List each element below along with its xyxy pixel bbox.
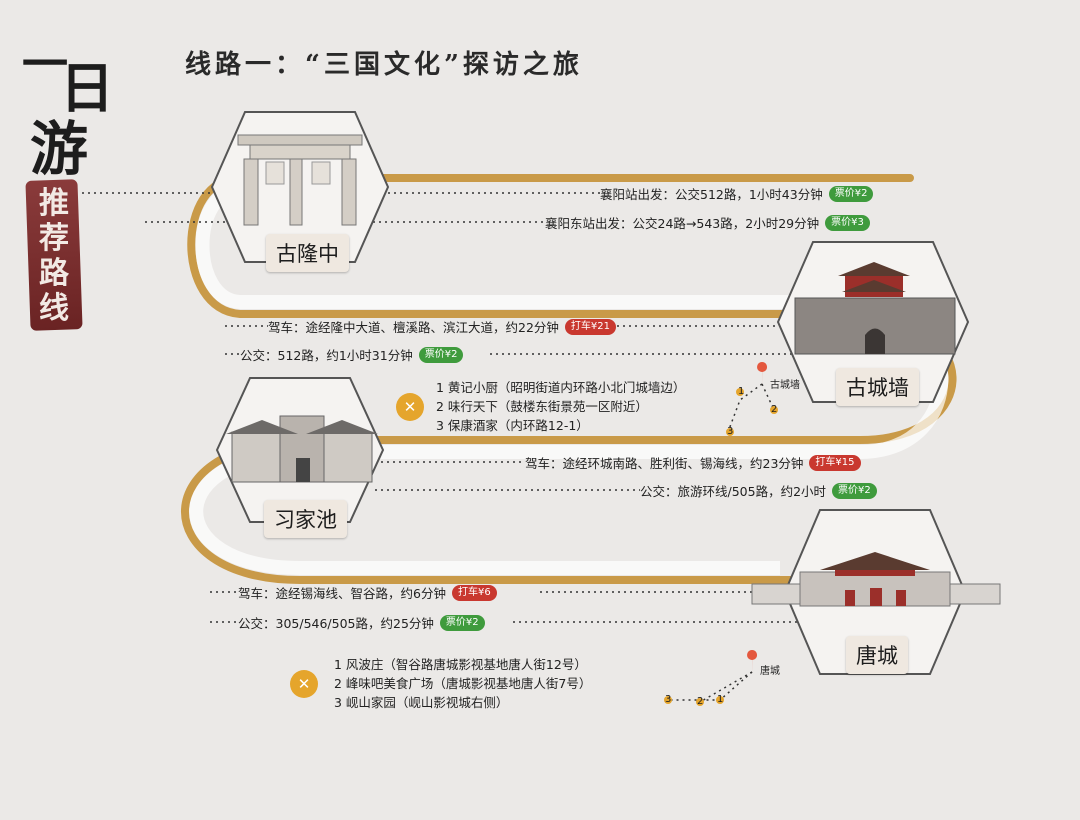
list-item: 2 味行天下（鼓楼东街景苑一区附近） <box>436 399 648 414</box>
fare-badge: 打车¥6 <box>451 584 497 601</box>
pin-number: 2 <box>771 404 778 415</box>
list-item: 2 峰味吧美食广场（唐城影视基地唐人街7号） <box>334 676 592 691</box>
stone-archway-icon <box>237 134 363 226</box>
header-char-3: 游 <box>30 115 89 183</box>
header-char-1: 一 <box>22 37 68 91</box>
list-item: 3 岘山家园（岘山影视城右侧） <box>334 695 509 710</box>
stop-label-xijiachi: 习家池 <box>264 500 347 538</box>
fare-badge: 打车¥21 <box>564 318 617 335</box>
track-inner-path <box>189 183 949 575</box>
pin-number: 1 <box>717 694 724 705</box>
list-item: 3 保康酒家（内环路12-1） <box>436 418 589 433</box>
page-title: 线路一：“三国文化”探访之旅 <box>185 50 583 80</box>
route-line: 公交：旅游环线/505路，约2小时票价¥2 <box>640 481 877 500</box>
fare-badge: 打车¥15 <box>809 454 861 471</box>
route-line: 襄阳东站出发：公交24路→543路，2小时29分钟票价¥3 <box>545 213 870 232</box>
fare-badge: 票价¥2 <box>439 614 485 631</box>
fare-badge: 票价¥2 <box>832 482 877 499</box>
mini-map-label: 古城墙 <box>770 380 800 391</box>
food-list: 1 黄记小厨（昭明街道内环路小北门城墙边） 2 味行天下（鼓楼东街景苑一区附近）… <box>436 378 685 435</box>
stop-label-guchengqiang: 古城墙 <box>836 368 919 406</box>
pin-number: 1 <box>738 386 745 397</box>
ancestral-hall-icon <box>226 415 378 483</box>
pin-number: 2 <box>697 696 704 707</box>
header-char-2: 日 <box>60 56 114 120</box>
stop-label-tangcheng: 唐城 <box>846 636 908 674</box>
fare-badge: 票价¥2 <box>828 185 874 202</box>
fork-knife-icon: ✕ <box>396 393 424 421</box>
stop-label-gulongzhong: 古隆中 <box>266 234 349 272</box>
fare-badge: 票价¥2 <box>418 346 464 363</box>
city-gate-tower-icon <box>794 262 956 355</box>
pin-number: 3 <box>727 426 734 437</box>
tang-city-gate-icon <box>751 552 1001 607</box>
fare-badge: 票价¥3 <box>825 214 870 231</box>
map-pin-icons <box>747 362 768 674</box>
brush-banner-text: 推荐路线 <box>39 186 69 326</box>
route-line: 公交：305/546/505路，约25分钟票价¥2 <box>238 613 485 632</box>
route-line: 驾车：途经锡海线、智谷路，约6分钟打车¥6 <box>238 583 497 602</box>
list-item: 1 风波庄（智谷路唐城影视基地唐人街12号） <box>334 657 587 672</box>
route-line: 公交：512路，约1小时31分钟票价¥2 <box>240 345 464 364</box>
list-item: 1 黄记小厨（昭明街道内环路小北门城墙边） <box>436 380 686 395</box>
route-line: 驾车：途经隆中大道、檀溪路、滨江大道，约22分钟打车¥21 <box>268 317 617 336</box>
route-line: 襄阳站出发：公交512路，1小时43分钟票价¥2 <box>600 184 874 203</box>
pin-number: 3 <box>665 694 672 705</box>
food-list: 1 风波庄（智谷路唐城影视基地唐人街12号） 2 峰味吧美食广场（唐城影视基地唐… <box>334 655 591 712</box>
route-line: 驾车：途经环城南路、胜利街、锡海线，约23分钟打车¥15 <box>525 453 861 472</box>
mini-map-label: 唐城 <box>760 666 780 677</box>
fork-knife-icon: ✕ <box>290 670 318 698</box>
